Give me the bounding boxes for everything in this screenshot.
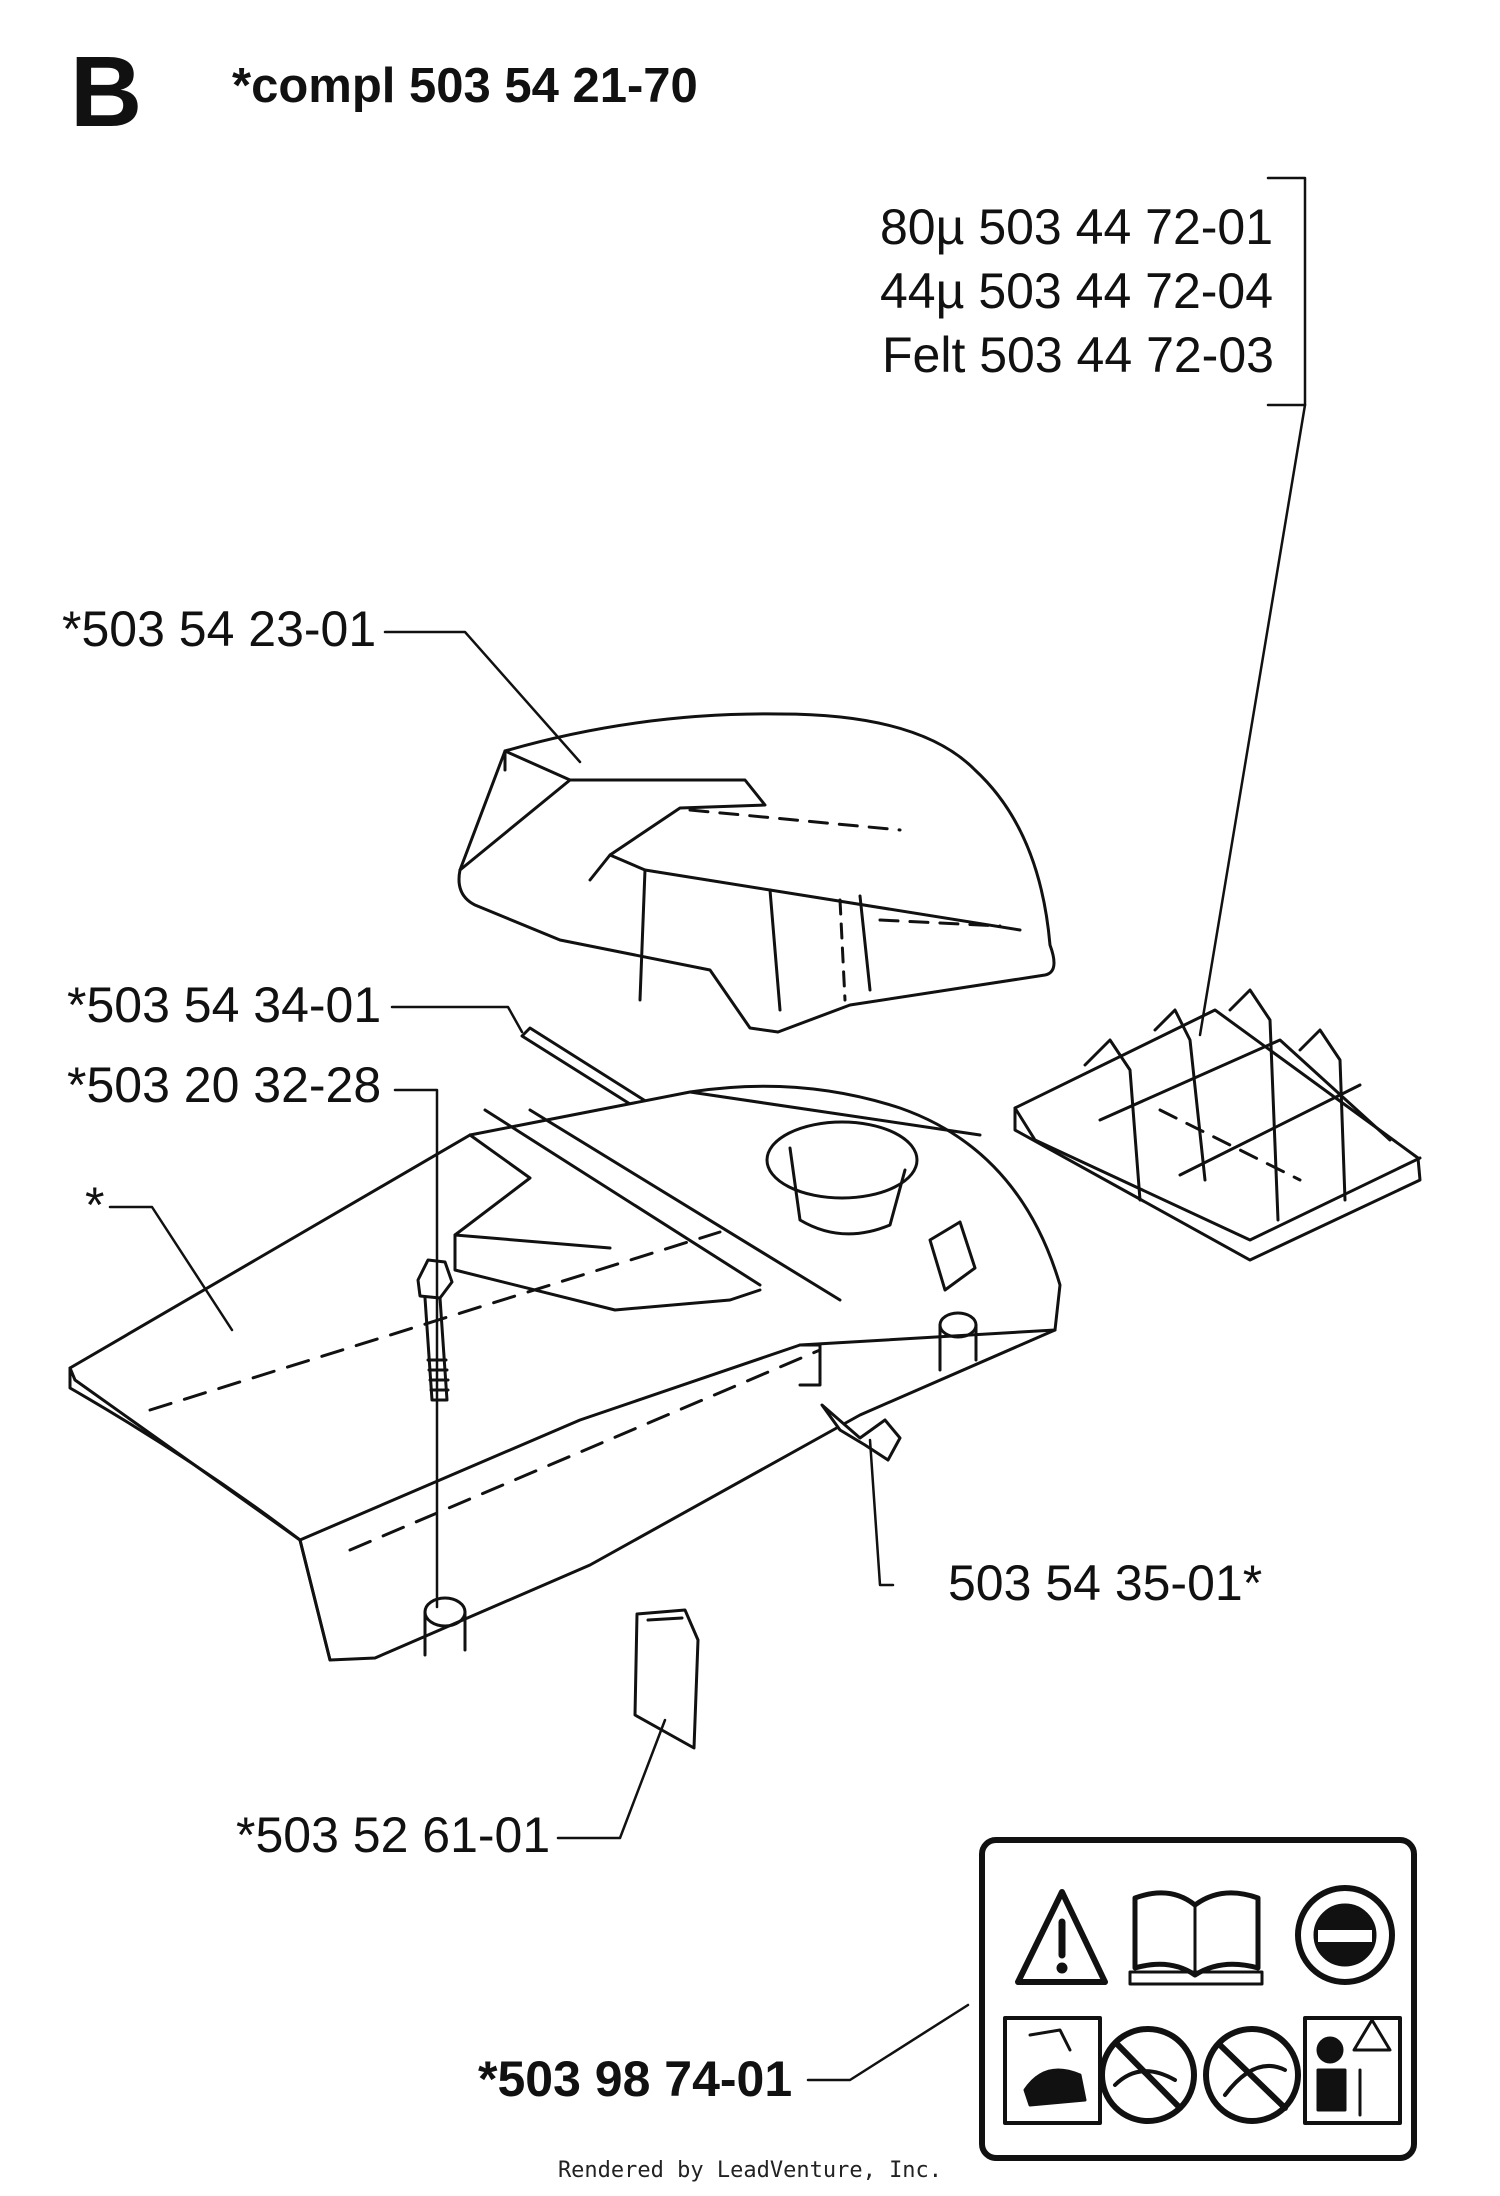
clip-part: [820, 1403, 902, 1462]
filter-option-44: 44µ 503 44 72-04: [880, 263, 1274, 319]
section-letter: B: [70, 36, 143, 148]
callout-housing: *: [85, 1177, 105, 1233]
callout-decal: *503 98 74-01: [478, 2051, 793, 2107]
callout-screw: *503 20 32-28: [67, 1057, 382, 1113]
callout-strip: *503 54 34-01: [67, 977, 382, 1033]
callout-clip: 503 54 35-01*: [948, 1555, 1263, 1611]
filter-option-80: 80µ 503 44 72-01: [880, 199, 1274, 255]
filter-option-felt: Felt 503 44 72-03: [882, 327, 1274, 383]
footer-credit: Rendered by LeadVenture, Inc.: [557, 2158, 943, 2183]
warning-triangle-icon: [1015, 1889, 1108, 1985]
manual-book-icon: [1128, 1890, 1264, 1986]
top-cover-part: [457, 712, 1056, 1034]
plate-part: [633, 1608, 700, 1750]
no-one-hand-icon: [1099, 2026, 1197, 2124]
callout-top-cover: *503 54 23-01: [62, 601, 377, 657]
no-cut-icon: [1203, 2026, 1301, 2124]
assembly-part-number: *compl 503 54 21-70: [232, 59, 698, 113]
housing-part: [68, 1084, 1062, 1662]
leader-lines: [108, 176, 1307, 2082]
screw-part: [416, 1258, 454, 1402]
callout-plate: *503 52 61-01: [236, 1807, 551, 1863]
filter-part: [1013, 988, 1422, 1262]
protective-gear-icon: [1295, 1885, 1395, 1985]
decal-part: [979, 1837, 1417, 2161]
safety-warning-icon: [1303, 2016, 1402, 2125]
